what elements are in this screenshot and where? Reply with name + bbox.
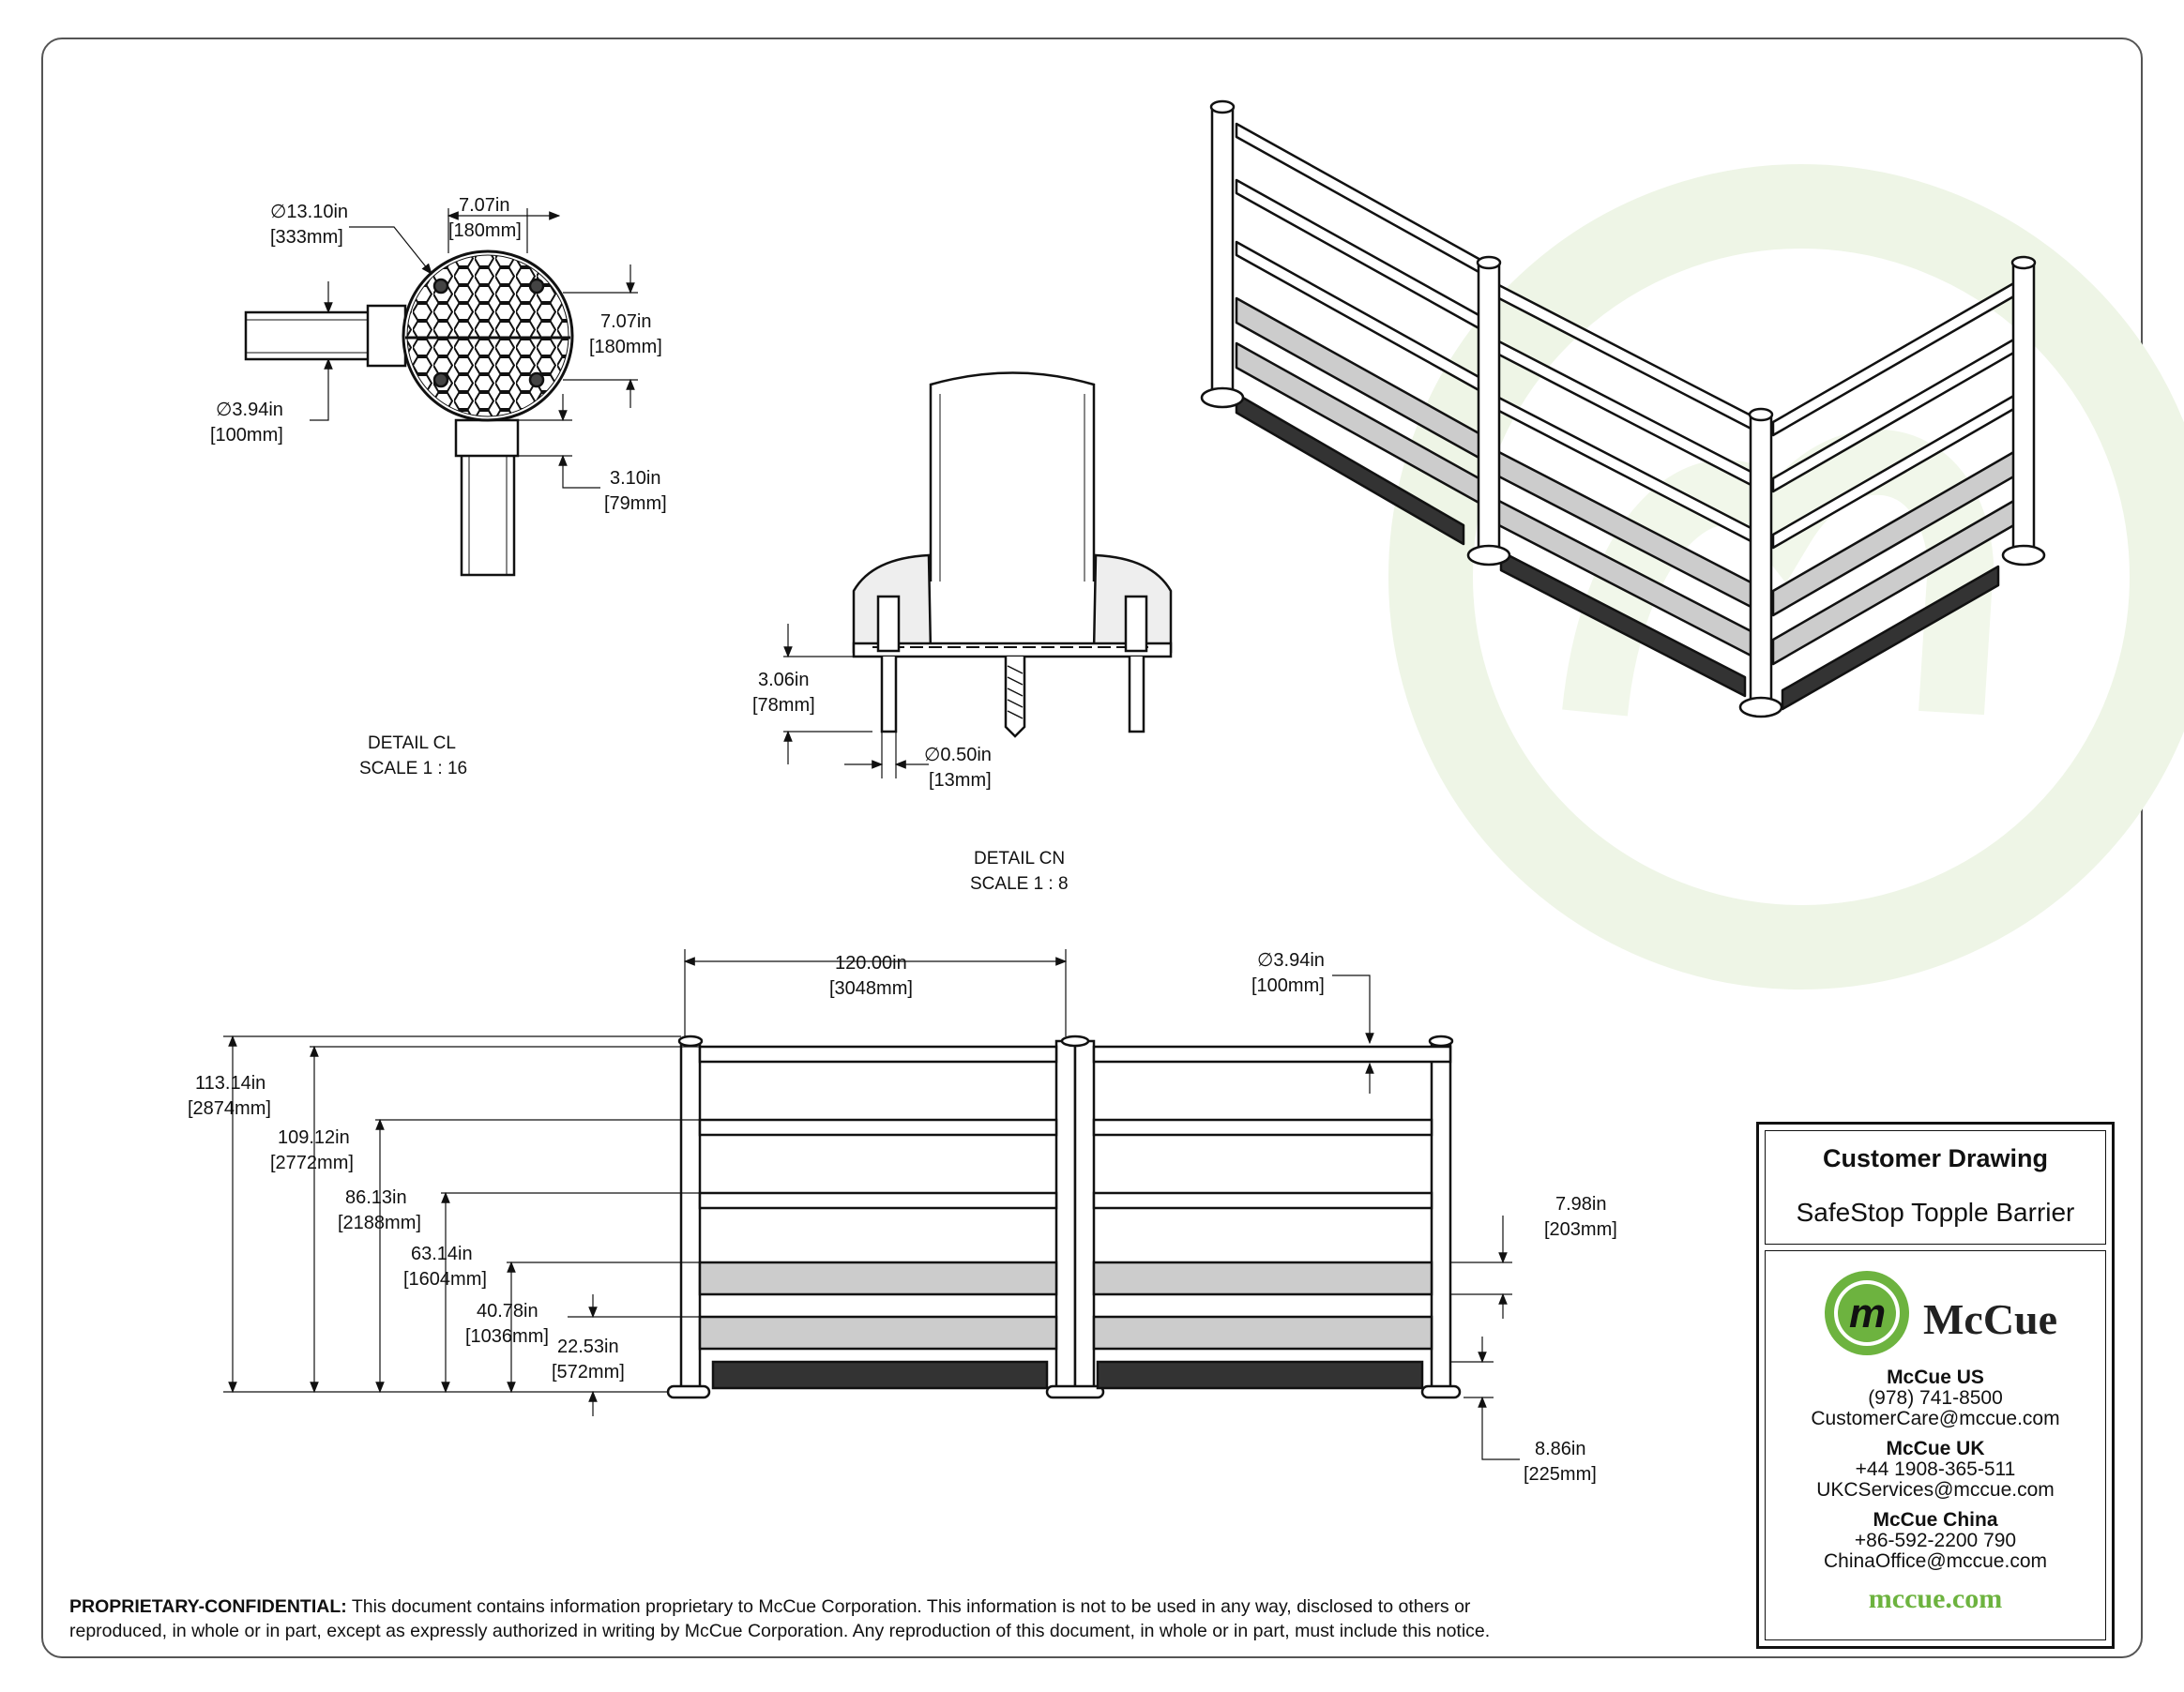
office-us: McCue US (978) 741-8500 CustomerCare@mcc…	[1766, 1367, 2105, 1429]
office-china-phone: +86-592-2200 790	[1854, 1530, 2017, 1551]
cl-width-in: 7.07in	[459, 195, 510, 216]
office-us-phone: (978) 741-8500	[1868, 1387, 2003, 1409]
drawing-border	[41, 38, 2143, 1658]
base-height-in: 8.86in	[1535, 1439, 1586, 1459]
brand-wordmark: McCue	[1923, 1295, 2058, 1343]
detail-cl-drawing	[244, 249, 574, 577]
cl-dia-base-in: ∅13.10in	[270, 202, 348, 222]
detail-cl-scale: SCALE 1 : 16	[359, 759, 467, 778]
office-us-email[interactable]: CustomerCare@mccue.com	[1811, 1408, 2060, 1429]
office-uk-phone: +44 1908-365-511	[1855, 1458, 2016, 1480]
cn-anchor-dia-in: ∅0.50in	[924, 745, 992, 765]
iso-right-panel	[1490, 279, 1766, 698]
office-china: McCue China +86-592-2200 790 ChinaOffice…	[1766, 1510, 2105, 1572]
notice-lead: PROPRIETARY-CONFIDENTIAL:	[69, 1596, 347, 1617]
cl-height-mm: [180mm]	[589, 337, 662, 357]
cl-dia-base-mm: [333mm]	[270, 227, 343, 248]
isometric-barrier-view	[1200, 99, 2046, 718]
h1-mm: [2874mm]	[188, 1098, 271, 1119]
front-elevation-labels: 120.00in [3048mm] ∅3.94in [100mm] 113.14…	[188, 950, 1617, 1485]
detail-cl-dimensions	[246, 208, 638, 489]
detail-cl-labels: ∅13.10in [333mm] 7.07in [180mm] 7.07in […	[210, 195, 667, 778]
h6-mm: [572mm]	[552, 1362, 625, 1382]
cl-pipe-dia-mm: [100mm]	[210, 425, 283, 446]
detail-cn-title: DETAIL CN	[974, 849, 1065, 869]
svg-text:m: m	[1849, 1291, 1886, 1337]
website-link[interactable]: mccue.com	[1868, 1583, 2003, 1614]
office-china-email[interactable]: ChinaOffice@mccue.com	[1823, 1550, 2047, 1572]
detail-cn-dimensions	[783, 624, 929, 778]
cn-anchor-dia-mm: [13mm]	[929, 770, 992, 791]
iso-left-panel	[1235, 122, 1484, 546]
post-dia-mm: [100mm]	[1251, 975, 1325, 996]
h2-in: 109.12in	[278, 1127, 350, 1148]
title-block-header: Customer Drawing SafeStop Topple Barrier	[1765, 1130, 2106, 1245]
h1-in: 113.14in	[195, 1073, 265, 1094]
h3-mm: [2188mm]	[338, 1213, 421, 1233]
base-height-mm: [225mm]	[1524, 1464, 1597, 1485]
cn-anchor-len-in: 3.06in	[758, 670, 810, 690]
office-china-name: McCue China	[1873, 1509, 1998, 1531]
title-block-contacts: m McCue McCue US (978) 741-8500 Customer…	[1765, 1250, 2106, 1640]
front-elevation-dimensions	[223, 949, 1520, 1460]
mccue-logo: m McCue	[1766, 1271, 2105, 1358]
detail-cn-drawing	[852, 371, 1173, 738]
office-us-name: McCue US	[1887, 1367, 1984, 1388]
title-block: Customer Drawing SafeStop Topple Barrier…	[1756, 1122, 2115, 1649]
cl-height-in: 7.07in	[600, 311, 652, 332]
cl-width-mm: [180mm]	[448, 220, 522, 241]
rail-height-in: 7.98in	[1555, 1194, 1607, 1215]
office-uk-email[interactable]: UKCServices@mccue.com	[1816, 1479, 2055, 1501]
cn-anchor-len-mm: [78mm]	[752, 695, 815, 716]
post-dia-in: ∅3.94in	[1257, 950, 1325, 971]
confidentiality-notice: PROPRIETARY-CONFIDENTIAL: This document …	[69, 1594, 1664, 1643]
cl-pipe-dia-in: ∅3.94in	[216, 400, 283, 420]
front-elevation	[666, 1035, 1462, 1399]
h6-in: 22.53in	[557, 1337, 619, 1357]
h5-mm: [1036mm]	[465, 1326, 549, 1347]
cl-offset-mm: [79mm]	[604, 493, 667, 514]
mccue-logo-icon: m	[1825, 1271, 1909, 1355]
h5-in: 40.78in	[477, 1301, 538, 1322]
drawing-type: Customer Drawing	[1822, 1144, 2049, 1172]
detail-cn-scale: SCALE 1 : 8	[970, 874, 1069, 894]
product-name: SafeStop Topple Barrier	[1796, 1198, 2075, 1227]
h2-mm: [2772mm]	[270, 1153, 354, 1173]
detail-cl-title: DETAIL CL	[368, 733, 456, 753]
span-in: 120.00in	[835, 953, 907, 974]
office-uk-name: McCue UK	[1886, 1438, 1985, 1459]
h4-in: 63.14in	[411, 1244, 473, 1264]
notice-line-1: This document contains information propr…	[346, 1596, 1471, 1617]
office-uk: McCue UK +44 1908-365-511 UKCServices@mc…	[1766, 1439, 2105, 1501]
h4-mm: [1604mm]	[403, 1269, 487, 1290]
rail-height-mm: [203mm]	[1544, 1219, 1617, 1240]
iso-front-panel	[1771, 279, 2019, 711]
h3-in: 86.13in	[345, 1187, 407, 1208]
span-mm: [3048mm]	[829, 978, 913, 999]
cl-offset-in: 3.10in	[610, 468, 661, 489]
notice-line-2: reproduced, in whole or in part, except …	[69, 1621, 1491, 1641]
detail-cn-labels: 3.06in [78mm] ∅0.50in [13mm] DETAIL CN S…	[752, 670, 1069, 894]
